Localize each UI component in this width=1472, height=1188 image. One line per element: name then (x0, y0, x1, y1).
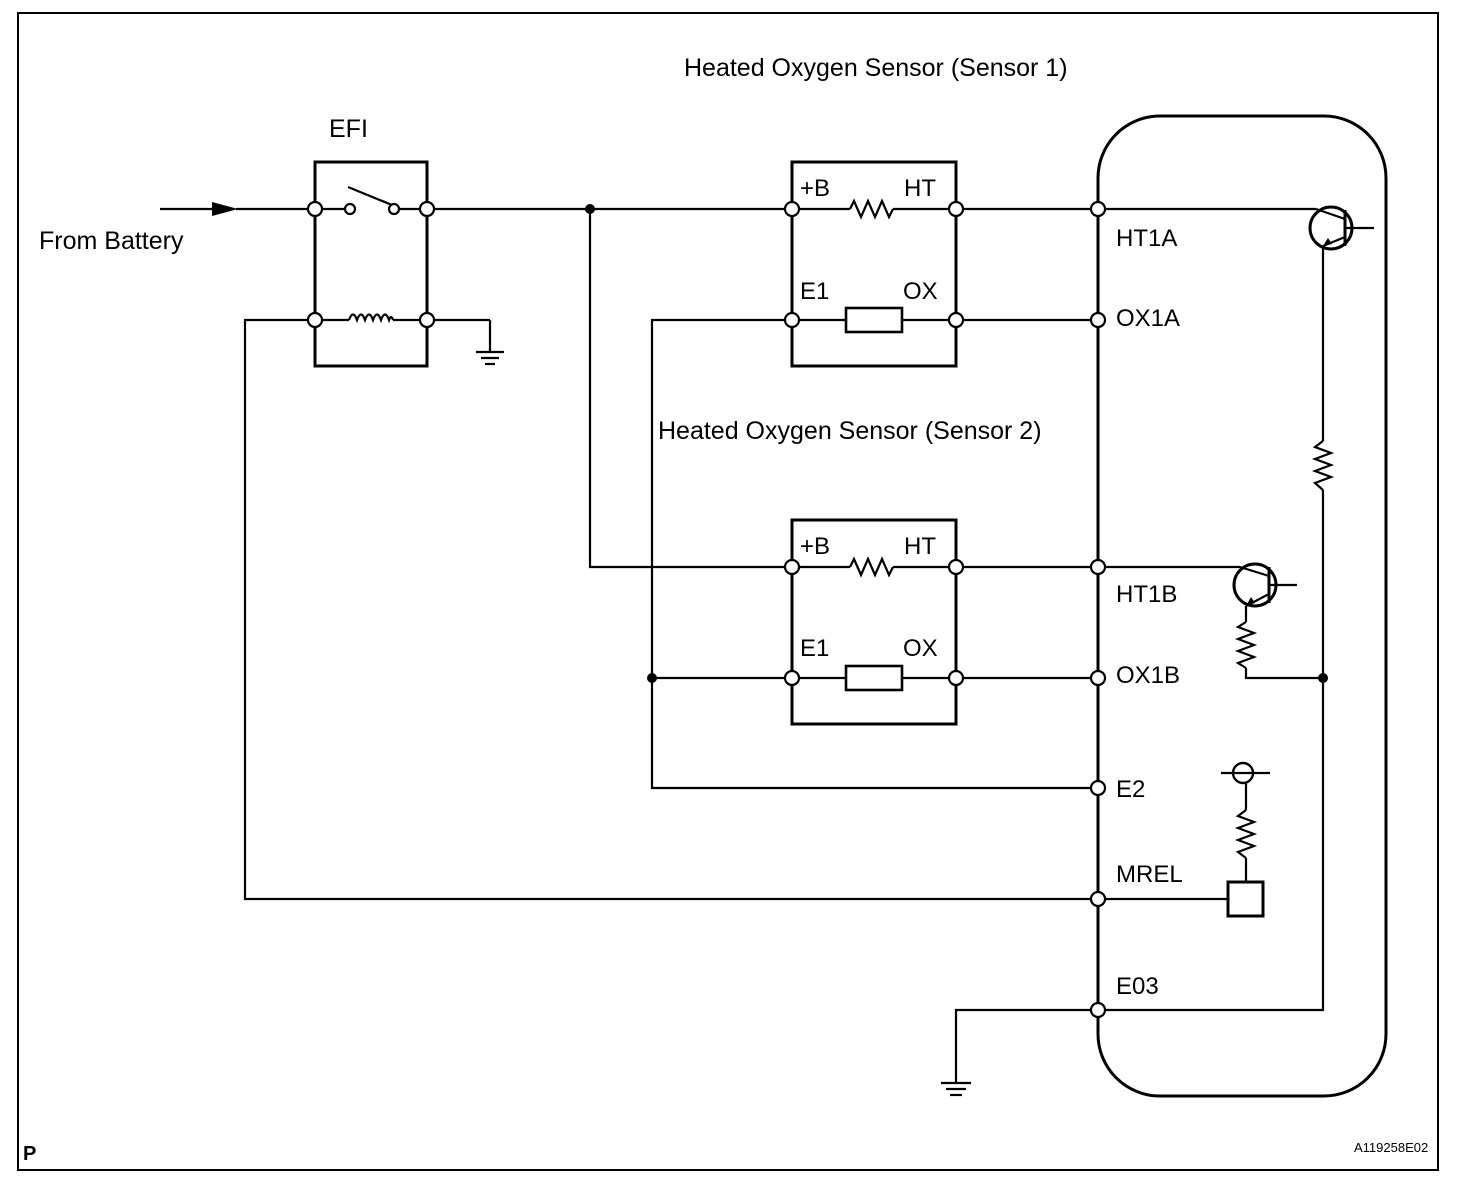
resistor-icon (1234, 809, 1258, 859)
pin-e2-label: E2 (1116, 776, 1145, 803)
sensor1-ht-label: HT (904, 175, 936, 202)
ecm-terminal (1089, 200, 1107, 218)
sensor2-box: +B HT E1 OX (783, 518, 965, 726)
transistor-icon (1232, 562, 1297, 608)
ecm-terminal (1089, 890, 1107, 908)
ecm-terminal (1089, 779, 1107, 797)
relay-switch-icon (322, 185, 421, 216)
resistor-icon (1311, 440, 1335, 491)
sensor1-box: +B HT E1 OX (783, 160, 965, 368)
ecm-terminal (1089, 311, 1107, 329)
junction-dot (585, 204, 595, 214)
sensor1-title: Heated Oxygen Sensor (Sensor 1) (684, 54, 1068, 82)
sensor1-e1-label: E1 (800, 278, 829, 305)
ecm-internal-wiring (1105, 207, 1335, 1012)
junction-dot (647, 673, 657, 683)
pin-e03-label: E03 (1116, 973, 1159, 1000)
sensor1-ox-label: OX (903, 278, 938, 305)
pin-mrel-label: MREL (1116, 861, 1183, 888)
efi-relay (306, 160, 436, 368)
ecm-terminal (1089, 669, 1107, 687)
pin-ox1a-label: OX1A (1116, 305, 1180, 332)
resistor-icon (799, 556, 949, 578)
ecm-box: HT1A OX1A HT1B OX1B E2 MREL E03 (1089, 114, 1388, 1098)
ecm-terminal (1089, 558, 1107, 576)
ground-icon (434, 318, 504, 366)
sensor2-ox-label: OX (903, 635, 938, 662)
pin-ht1a-label: HT1A (1116, 225, 1177, 252)
sensor1-plus-b-label: +B (800, 175, 830, 202)
resistor-icon (799, 198, 949, 220)
figure-id: A119258E02 (1354, 1140, 1428, 1155)
sensor2-plus-b-label: +B (800, 533, 830, 560)
corner-code: P (23, 1143, 36, 1165)
pin-ox1b-label: OX1B (1116, 662, 1180, 689)
from-battery-label: From Battery (39, 227, 184, 255)
sensor-element-icon (799, 306, 949, 334)
efi-label: EFI (329, 115, 368, 143)
sensor2-ht-label: HT (904, 533, 936, 560)
ecm-terminal (1089, 1001, 1107, 1019)
resistor-icon (1234, 621, 1258, 669)
ground-icon (941, 1081, 971, 1097)
arrow-icon (160, 202, 309, 216)
sensor2-e1-label: E1 (800, 635, 829, 662)
relay-coil-icon (322, 313, 421, 324)
pin-ht1b-label: HT1B (1116, 581, 1177, 608)
transistor-icon (1308, 205, 1374, 251)
wires (243, 207, 1092, 1083)
diagram-frame (17, 12, 1439, 1171)
sensor2-title: Heated Oxygen Sensor (Sensor 2) (658, 417, 1042, 445)
sensor-element-icon (799, 664, 949, 692)
